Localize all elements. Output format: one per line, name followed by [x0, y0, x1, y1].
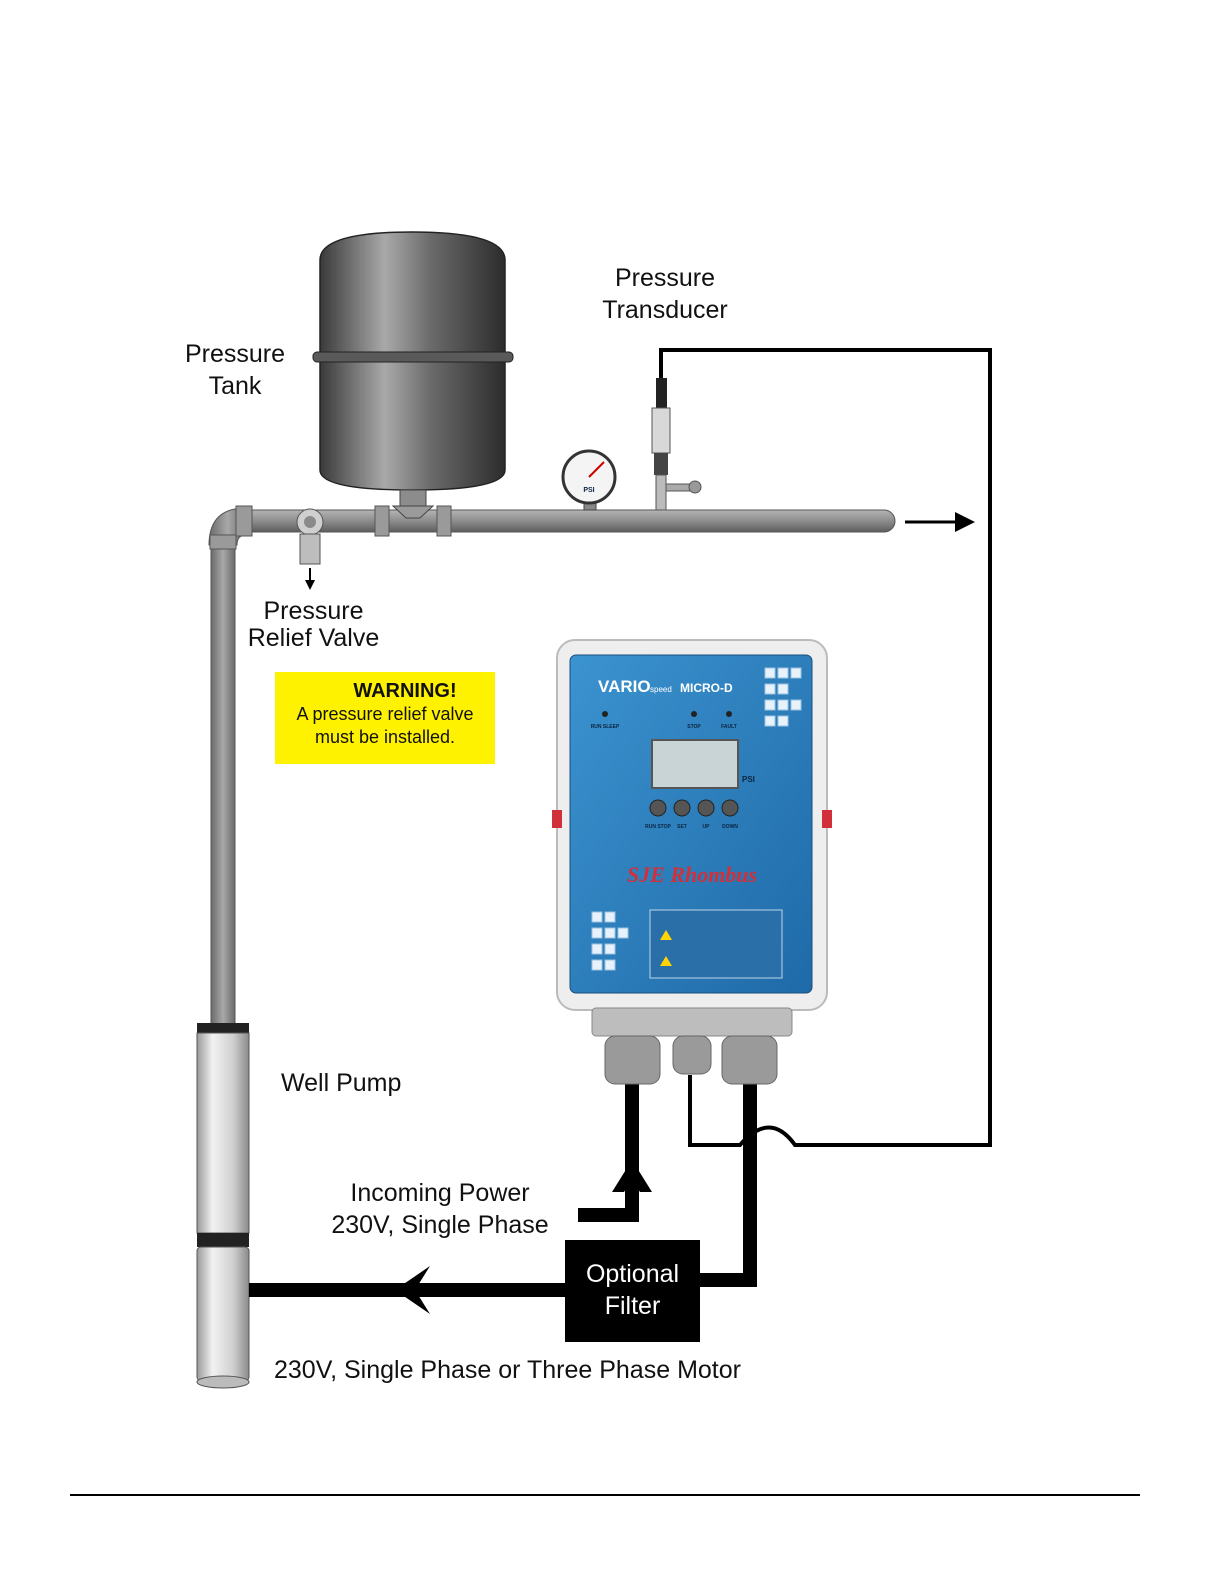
cable-gland-middle — [673, 1036, 711, 1074]
flow-arrow — [905, 512, 975, 532]
pressure-tank-label: Pressure Tank — [170, 338, 300, 402]
footer-rule — [70, 1494, 1140, 1496]
key-label-set: SET — [677, 824, 687, 830]
drop-pipe — [211, 530, 235, 1025]
warning-line-1: A pressure relief valve — [275, 703, 495, 726]
controller-brand-sub: speed — [650, 685, 672, 694]
pressure-gauge: PSI — [563, 451, 615, 510]
key-label-down: DOWN — [722, 824, 738, 830]
lcd-display — [652, 740, 738, 788]
key-label-up: UP — [703, 824, 711, 830]
incoming-power-label: Incoming Power 230V, Single Phase — [315, 1177, 565, 1241]
pressure-transducer-label: Pressure Transducer — [590, 262, 740, 326]
well-pump-label: Well Pump — [281, 1067, 401, 1099]
relief-valve — [297, 509, 323, 590]
horizontal-pipe — [240, 510, 895, 532]
incoming-power-wire — [578, 1075, 632, 1215]
controller-brand: VARIO — [598, 677, 651, 696]
lcd-unit-label: PSI — [742, 775, 755, 784]
pressure-tank — [313, 232, 513, 518]
cable-gland-left — [605, 1036, 660, 1084]
controller-model: MICRO-D — [680, 681, 733, 695]
led-label-fault: FAULT — [721, 724, 737, 730]
led-label-stop: STOP — [687, 724, 701, 730]
warning-box: WARNING! A pressure relief valve must be… — [275, 672, 495, 764]
maker-logo: SJE Rhombus — [627, 862, 757, 887]
warning-line-2: must be installed. — [275, 726, 495, 749]
warning-title: WARNING! — [275, 680, 495, 703]
gauge-unit-label: PSI — [583, 487, 594, 494]
motor-label: 230V, Single Phase or Three Phase Motor — [274, 1354, 741, 1386]
well-pump — [197, 1023, 249, 1388]
relief-valve-label: Pressure Relief Valve — [236, 598, 391, 652]
motor-output-wire — [700, 1075, 750, 1280]
cable-gland-right — [722, 1036, 777, 1084]
safety-label-plate — [650, 910, 782, 978]
key-label-run-stop: RUN STOP — [645, 824, 671, 830]
vfd-controller: VARIO speed MICRO-D RUN SLEEP STOP FAULT… — [552, 640, 832, 1084]
optional-filter-label: Optional Filter — [565, 1258, 700, 1322]
led-label-run-sleep: RUN SLEEP — [591, 724, 620, 730]
pressure-transducer — [652, 378, 701, 510]
